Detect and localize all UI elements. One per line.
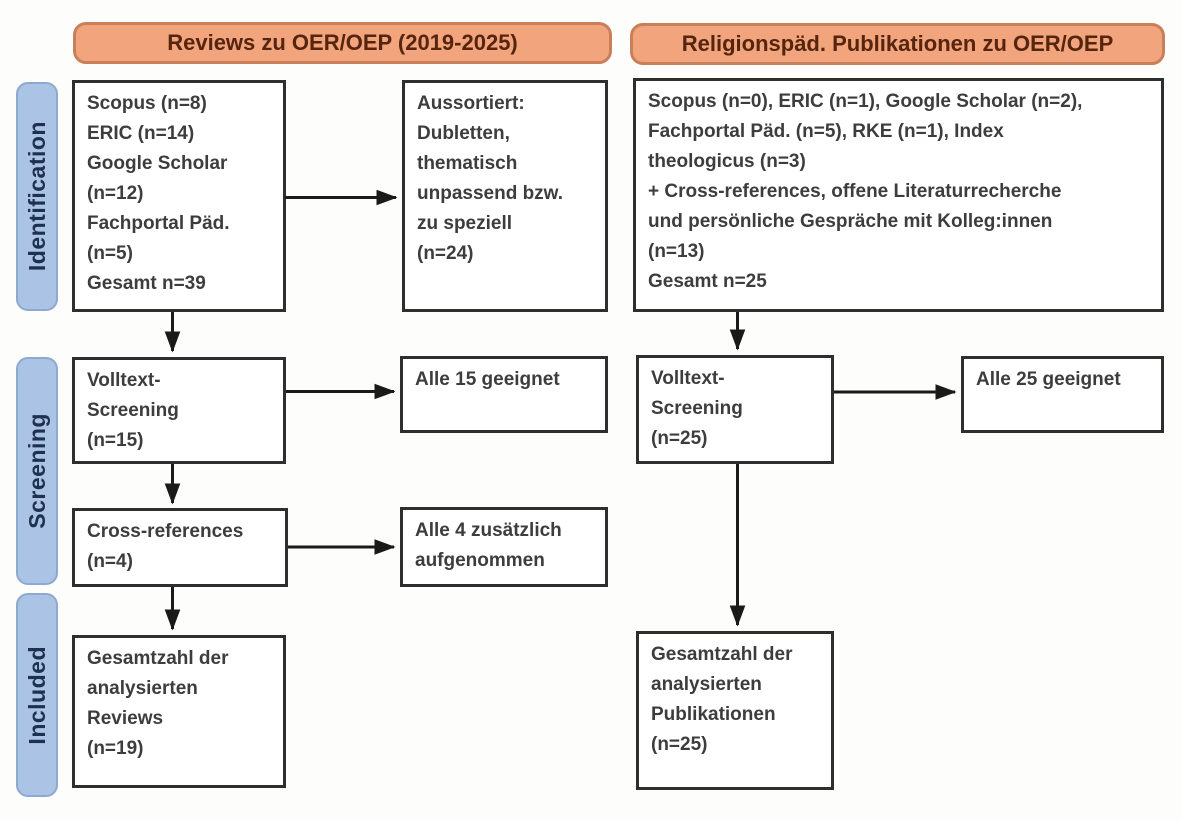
box-included-reviews-total: Gesamtzahl der analysierten Reviews (n=1…	[72, 635, 286, 788]
stage-label-identification: Identification	[16, 82, 58, 311]
column-header-reviews-label: Reviews zu OER/OEP (2019-2025)	[167, 30, 518, 55]
box-identification-sources-publications: Scopus (n=0), ERIC (n=1), Google Scholar…	[633, 78, 1164, 312]
column-header-publications-label: Religionspäd. Publikationen zu OER/OEP	[681, 31, 1114, 56]
column-header-reviews: Reviews zu OER/OEP (2019-2025)	[73, 22, 612, 64]
box-included-publications-total: Gesamtzahl der analysierten Publikatione…	[636, 631, 834, 790]
box-fulltext-result-publications: Alle 25 geeignet	[961, 356, 1164, 433]
box-cross-references-result: Alle 4 zusätzlich aufgenommen	[400, 507, 608, 587]
box-cross-references: Cross-references (n=4)	[72, 508, 288, 587]
box-excluded-records: Aussortiert: Dubletten, thematisch unpas…	[402, 80, 608, 312]
box-fulltext-screening-reviews: Volltext- Screening (n=15)	[72, 357, 286, 464]
box-fulltext-screening-publications: Volltext- Screening (n=25)	[636, 355, 834, 464]
column-header-publications: Religionspäd. Publikationen zu OER/OEP	[630, 23, 1165, 65]
box-identification-sources-reviews: Scopus (n=8) ERIC (n=14) Google Scholar …	[72, 80, 286, 312]
box-fulltext-result-reviews: Alle 15 geeignet	[400, 356, 608, 433]
stage-label-included: Included	[16, 593, 58, 797]
stage-label-screening: Screening	[16, 357, 58, 585]
